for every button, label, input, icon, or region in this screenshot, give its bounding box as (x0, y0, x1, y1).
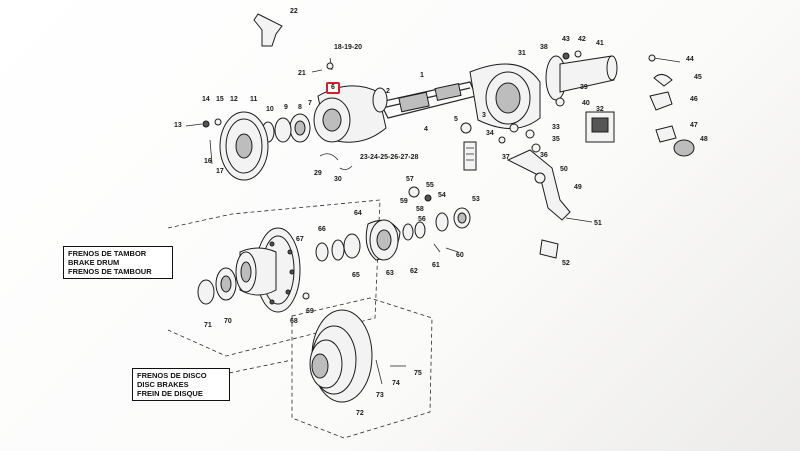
callout-67: 67 (296, 236, 304, 243)
callout-68: 68 (290, 318, 298, 325)
callout-4: 4 (424, 126, 428, 133)
callout-29: 29 (314, 170, 322, 177)
callout-73: 73 (376, 392, 384, 399)
callout-46: 46 (690, 96, 698, 103)
callout-16: 16 (204, 158, 212, 165)
callout-55: 55 (426, 182, 434, 189)
callout-53: 53 (472, 196, 480, 203)
callout-64: 64 (354, 210, 362, 217)
drum-brake-es: FRENOS DE TAMBOR (68, 249, 147, 258)
callout-62: 62 (410, 268, 418, 275)
callout-3: 3 (482, 112, 486, 119)
drum-brake-en: BRAKE DRUM (68, 258, 120, 267)
callout-31: 31 (518, 50, 526, 57)
callout-72: 72 (356, 410, 364, 417)
callout-44: 44 (686, 56, 694, 63)
callout-37: 37 (502, 154, 510, 161)
callout-36: 36 (540, 152, 548, 159)
callout-33: 33 (552, 124, 560, 131)
callout-13: 13 (174, 122, 182, 129)
callout-5: 5 (454, 116, 458, 123)
callout-75: 75 (414, 370, 422, 377)
callout-59: 59 (400, 198, 408, 205)
disc-brake-label: FRENOS DE DISCO DISC BRAKES FREIN DE DIS… (132, 368, 230, 401)
callout-56: 56 (418, 216, 426, 223)
callout-1: 1 (420, 72, 424, 79)
callout-74: 74 (392, 380, 400, 387)
callout-8: 8 (298, 104, 302, 111)
callout-58: 58 (416, 206, 424, 213)
callout-63: 63 (386, 270, 394, 277)
callout-48: 48 (700, 136, 708, 143)
callout-47: 47 (690, 122, 698, 129)
callout-40: 40 (582, 100, 590, 107)
callout-34: 34 (486, 130, 494, 137)
callout-41: 41 (596, 40, 604, 47)
callout-21: 21 (298, 70, 306, 77)
callout-6-highlighted[interactable]: 6 (326, 82, 340, 94)
callout-52: 52 (562, 260, 570, 267)
callout-39: 39 (580, 84, 588, 91)
callout-15: 15 (216, 96, 224, 103)
callout-9: 9 (284, 104, 288, 111)
callout-14: 14 (202, 96, 210, 103)
callout-65: 65 (352, 272, 360, 279)
callout-60: 60 (456, 252, 464, 259)
drum-brake-label: FRENOS DE TAMBOR BRAKE DRUM FRENOS DE TA… (63, 246, 173, 279)
callout-23-28: 23-24-25-26-27-28 (360, 154, 419, 161)
callout-49: 49 (574, 184, 582, 191)
disc-brake-fr: FREIN DE DISQUE (137, 389, 203, 398)
callout-18-19-20: 18-19-20 (334, 44, 363, 51)
callout-32: 32 (596, 106, 604, 113)
callout-51: 51 (594, 220, 602, 227)
callout-42: 42 (578, 36, 586, 43)
callout-17: 17 (216, 168, 224, 175)
callout-43: 43 (562, 36, 570, 43)
callout-57: 57 (406, 176, 414, 183)
callout-30: 30 (334, 176, 342, 183)
callout-66: 66 (318, 226, 326, 233)
callout-10: 10 (266, 106, 274, 113)
disc-brake-en: DISC BRAKES (137, 380, 189, 389)
disc-brake-es: FRENOS DE DISCO (137, 371, 207, 380)
callout-38: 38 (540, 44, 548, 51)
callout-35: 35 (552, 136, 560, 143)
callout-12: 12 (230, 96, 238, 103)
callout-71: 71 (204, 322, 212, 329)
callout-22: 22 (290, 8, 298, 15)
callout-7: 7 (308, 100, 312, 107)
callout-2: 2 (386, 88, 390, 95)
callout-45: 45 (694, 74, 702, 81)
callout-54: 54 (438, 192, 446, 199)
callout-69: 69 (306, 308, 314, 315)
drum-brake-fr: FRENOS DE TAMBOUR (68, 267, 152, 276)
callout-11: 11 (250, 96, 258, 103)
callout-70: 70 (224, 318, 232, 325)
callout-50: 50 (560, 166, 568, 173)
callout-61: 61 (432, 262, 440, 269)
